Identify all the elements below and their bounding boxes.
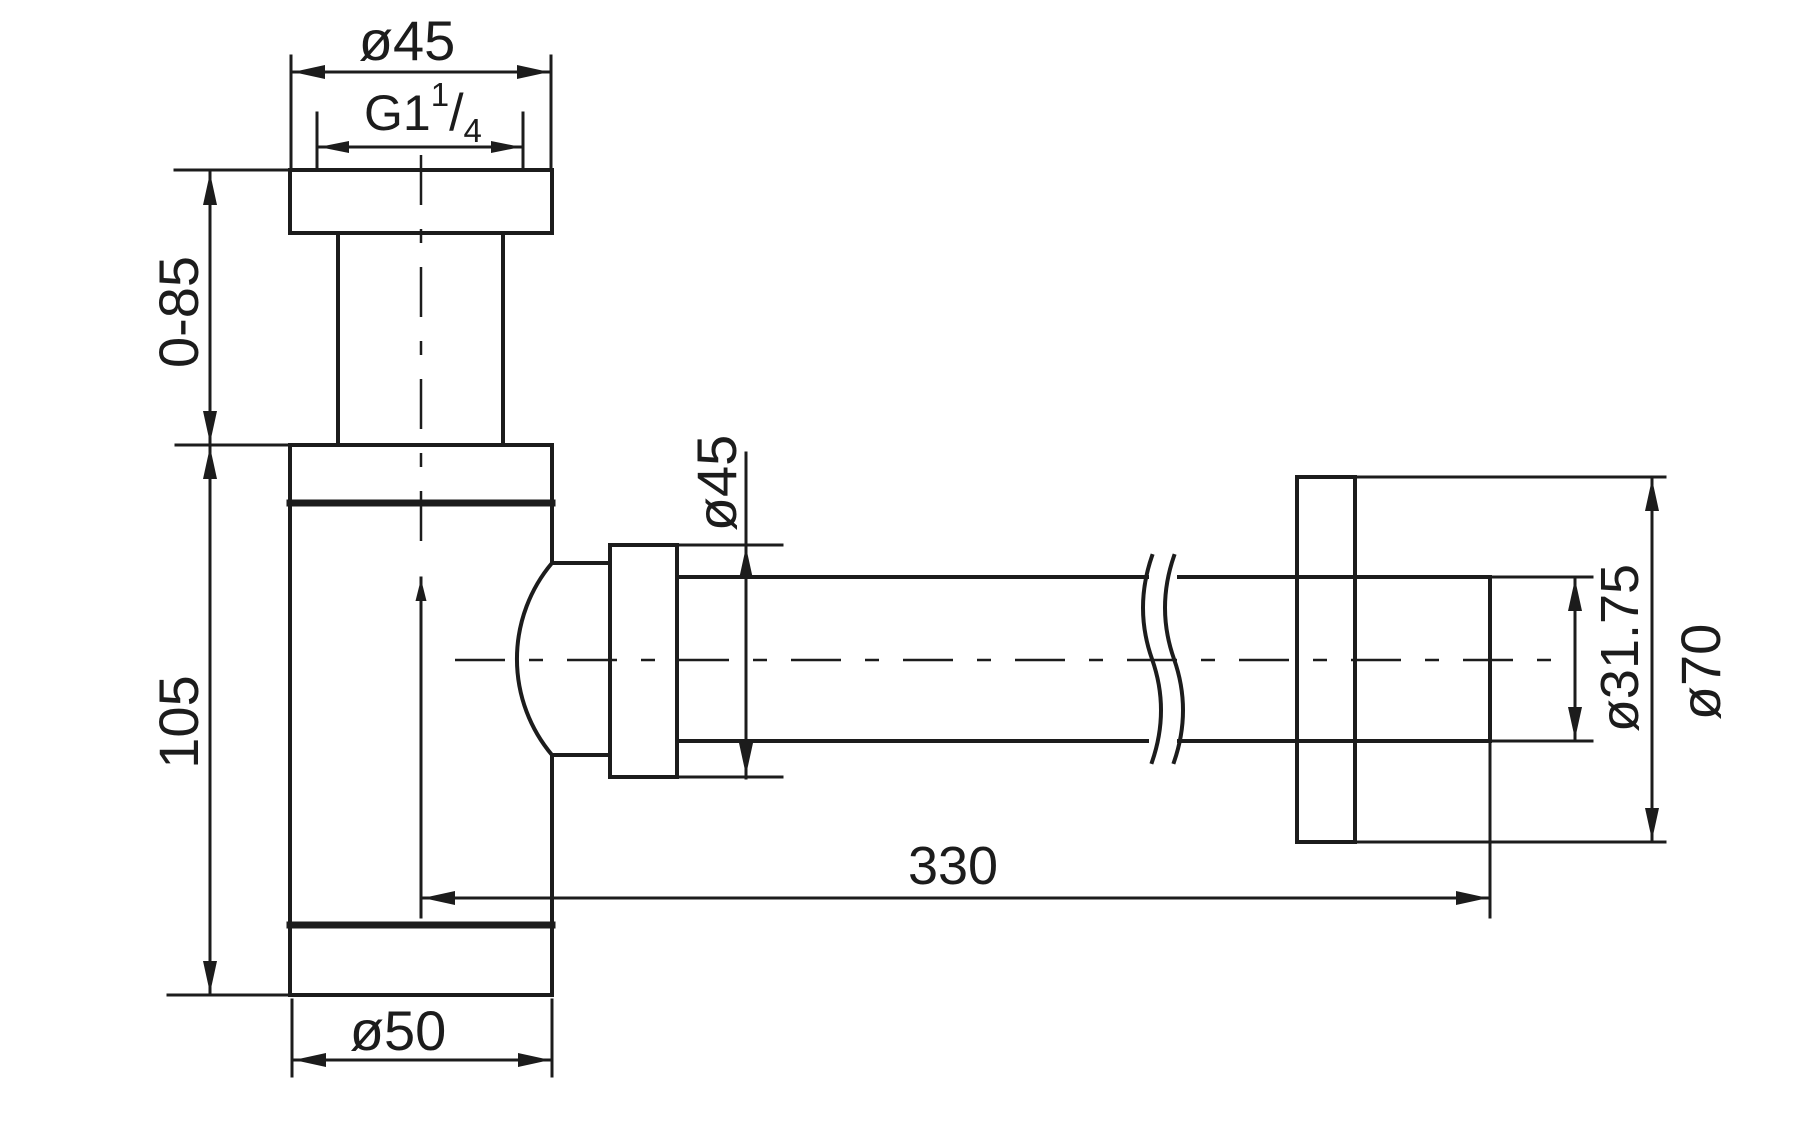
pipe-length-label: 330 bbox=[908, 836, 998, 896]
joint-arc bbox=[515, 560, 555, 758]
wall-flange-diameter-label: ø70 bbox=[1669, 624, 1732, 721]
dim-wall-flange-diameter: ø70 bbox=[1353, 475, 1732, 844]
dim-thread-size: G11/4 bbox=[315, 76, 525, 170]
dim-body-diameter: ø50 bbox=[290, 998, 554, 1078]
body-diameter-label: ø50 bbox=[350, 999, 447, 1062]
dim-pipe-length: 330 bbox=[415, 576, 1492, 919]
body-height-label: 105 bbox=[147, 675, 210, 768]
dim-body-height: 105 bbox=[147, 444, 292, 997]
thread-size-label: G11/4 bbox=[364, 76, 482, 149]
dim-outlet-nut-diameter: ø45 bbox=[675, 435, 784, 780]
adjustable-height-label: 0-85 bbox=[147, 256, 210, 368]
outlet-nut-diameter-label: ø45 bbox=[685, 435, 748, 532]
dim-pipe-diameter: ø31.75 bbox=[1488, 564, 1650, 743]
dim-inlet-flange-diameter: ø45 bbox=[289, 9, 553, 170]
tailpiece-tube bbox=[336, 231, 505, 447]
dim-adjustable-height: 0-85 bbox=[147, 168, 294, 447]
ball-joint bbox=[515, 560, 612, 758]
centerlines bbox=[419, 155, 1555, 662]
pipe-diameter-label: ø31.75 bbox=[1590, 564, 1650, 732]
inlet-flange-diameter-label: ø45 bbox=[359, 9, 456, 72]
